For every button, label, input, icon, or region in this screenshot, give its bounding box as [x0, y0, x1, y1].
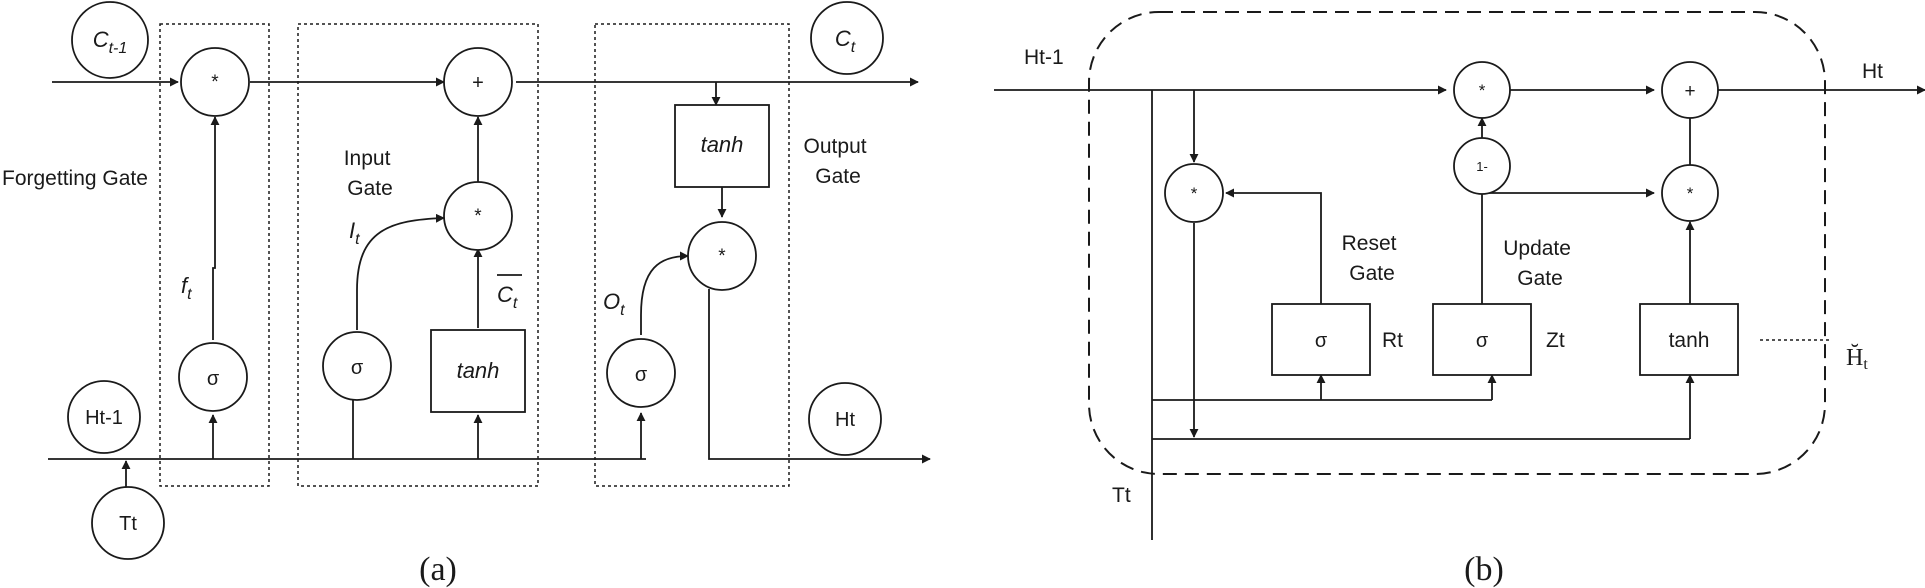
h-out-label-b: Ht	[1862, 60, 1883, 83]
caption-a: (a)	[419, 551, 457, 588]
h-prev-label: Ht-1	[85, 407, 123, 429]
rt-label: Rt	[1382, 329, 1403, 352]
ct-bar-label: Ct	[497, 282, 518, 312]
add-node-b	[1661, 61, 1719, 119]
output-sigma-node	[606, 338, 676, 408]
c-t-node	[810, 1, 884, 75]
update-multiply-node	[1661, 164, 1719, 222]
tanh-box-b	[1639, 303, 1739, 376]
gru-diagram: * * 1- + * σ σ tanh Ht-1 Ht Tt Reset Gat…	[994, 11, 1925, 588]
zt-label: Zt	[1546, 329, 1565, 352]
t-input-label-b: Tt	[1112, 484, 1131, 507]
keep-multiply-node	[1453, 61, 1511, 119]
output-sigma-symbol: σ	[635, 364, 648, 386]
input-gate-label: Input Gate	[344, 147, 397, 200]
caption-b: (b)	[1464, 551, 1504, 588]
h-prev-label-b: Ht-1	[1024, 46, 1064, 69]
input-multiply-node	[443, 181, 513, 251]
ft-line	[210, 116, 220, 340]
one-minus-symbol: 1-	[1476, 159, 1488, 174]
t-input-node	[91, 486, 165, 560]
h-tilde-label: H̆t	[1846, 344, 1868, 373]
forget-sigma-node	[178, 342, 248, 412]
input-multiply-symbol: *	[474, 206, 482, 227]
tanh-label-b: tanh	[1669, 329, 1710, 352]
reset-multiply-symbol: *	[1191, 184, 1198, 203]
forget-gate-label: Forgetting Gate	[2, 167, 148, 190]
keep-multiply-symbol: *	[1479, 81, 1486, 100]
output-tanh-label: tanh	[701, 132, 744, 157]
c-t-label: Ct	[835, 26, 856, 56]
one-minus-node	[1453, 137, 1511, 195]
ot-line	[640, 251, 689, 335]
input-tanh-box	[430, 329, 526, 413]
update-sigma-box	[1432, 303, 1532, 376]
update-gate-label: Update Gate	[1503, 237, 1577, 290]
ht-out-line	[708, 289, 931, 464]
it-line	[356, 213, 445, 330]
add-symbol-b: +	[1684, 81, 1695, 102]
h-out-label: Ht	[835, 409, 855, 431]
reset-multiply-node	[1164, 163, 1224, 223]
it-label: It	[349, 218, 360, 248]
forget-gate-box	[159, 23, 270, 487]
ot-label: Ot	[603, 289, 625, 319]
reset-gate-label: Reset Gate	[1342, 232, 1403, 285]
ft-label: ft	[181, 273, 192, 303]
output-gate-box	[594, 23, 790, 487]
output-multiply-node	[687, 221, 757, 291]
reset-sigma-symbol: σ	[1315, 330, 1328, 352]
forget-multiply-node	[180, 47, 250, 117]
forget-multiply-symbol: *	[211, 72, 219, 93]
h-prev-node	[67, 380, 141, 454]
update-sigma-symbol: σ	[1476, 330, 1489, 352]
c-prev-label: Ct-1	[93, 27, 128, 57]
input-gate-box	[297, 23, 539, 487]
forget-sigma-symbol: σ	[207, 368, 220, 390]
update-multiply-symbol: *	[1687, 184, 1694, 203]
cell-add-node	[443, 47, 513, 117]
c-prev-node	[71, 1, 149, 79]
lstm-diagram: * + * * σ σ σ tanh tanh Ct-1 Ct Ht-1 Tt …	[2, 1, 931, 588]
reset-sigma-box	[1271, 303, 1371, 376]
h-out-node	[808, 382, 882, 456]
gru-boundary	[1088, 11, 1826, 475]
reset-sigma-to-mult	[1225, 188, 1322, 304]
cell-add-symbol: +	[472, 72, 484, 94]
output-multiply-symbol: *	[718, 246, 726, 267]
t-input-label: Tt	[119, 513, 137, 535]
output-tanh-box	[674, 104, 770, 188]
input-sigma-symbol: σ	[351, 357, 364, 379]
input-sigma-node	[322, 331, 392, 401]
output-gate-label: Output Gate	[804, 135, 873, 188]
input-tanh-label: tanh	[457, 358, 500, 383]
